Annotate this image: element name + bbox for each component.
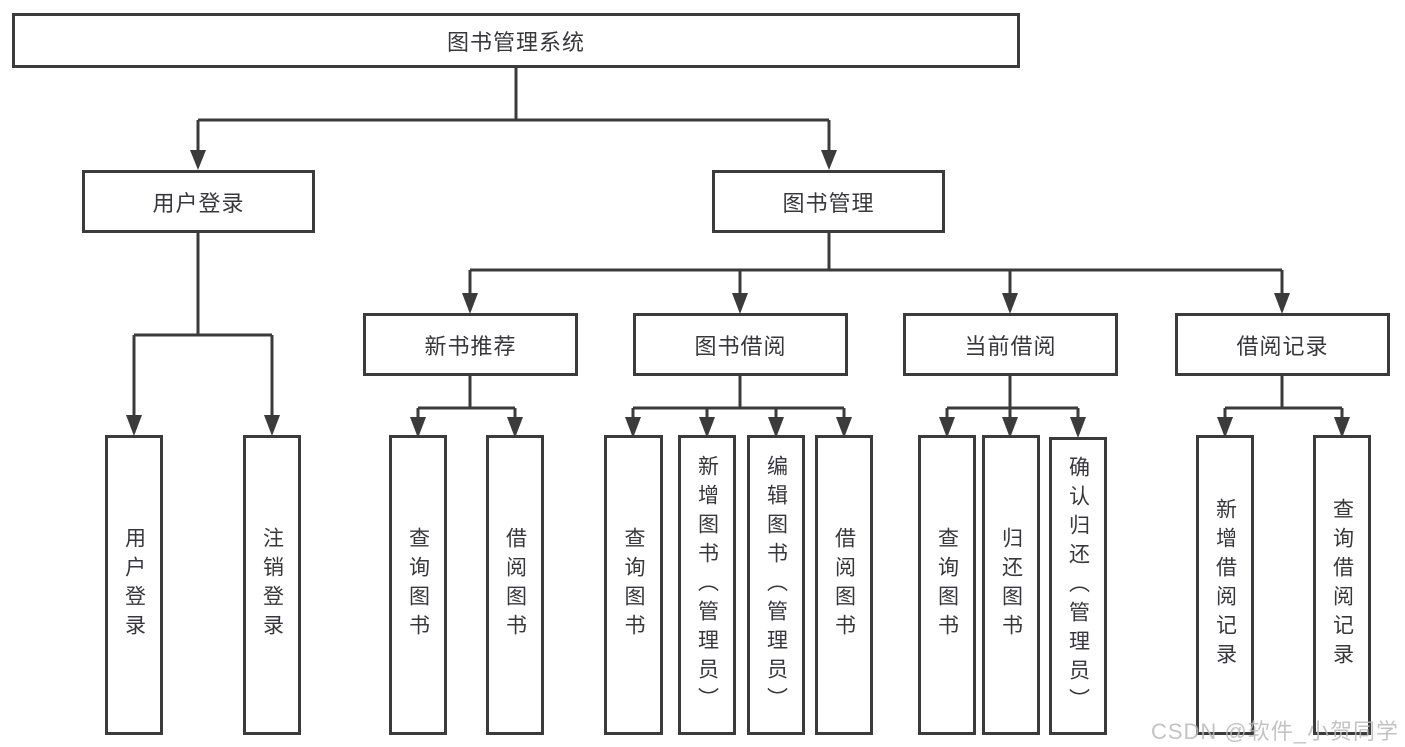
leaf-bb-edit-books: 编辑图书（管理员） (747, 435, 805, 735)
leaf-nb-query-books-label: 查询图书 (406, 527, 430, 643)
leaf-user-login-label: 用户登录 (122, 527, 146, 643)
leaf-user-login: 用户登录 (105, 435, 163, 735)
node-user-login-label: 用户登录 (152, 190, 245, 216)
node-borrow-records-label: 借阅记录 (1236, 333, 1329, 359)
leaf-logout-label: 注销登录 (260, 527, 284, 643)
leaf-bb-add-books-label: 新增图书（管理员） (695, 454, 719, 716)
node-current-borrow: 当前借阅 (903, 313, 1118, 376)
node-book-management: 图书管理 (712, 170, 945, 233)
node-user-login: 用户登录 (82, 170, 315, 233)
leaf-nb-borrow-books-label: 借阅图书 (503, 527, 527, 643)
csdn-watermark: CSDN @软件_小贺同学 (1150, 719, 1399, 744)
leaf-bb-add-books: 新增图书（管理员） (678, 435, 736, 735)
leaf-br-query-record: 查询借阅记录 (1313, 435, 1371, 735)
leaf-cb-return-books-label: 归还图书 (999, 527, 1023, 643)
leaf-cb-query-books: 查询图书 (918, 435, 976, 735)
node-root: 图书管理系统 (12, 13, 1020, 68)
leaf-bb-borrow-books-label: 借阅图书 (832, 527, 856, 643)
leaf-br-add-record-label: 新增借阅记录 (1213, 498, 1237, 672)
leaf-logout: 注销登录 (243, 435, 301, 735)
node-book-management-label: 图书管理 (782, 190, 875, 216)
node-borrow-records: 借阅记录 (1175, 313, 1390, 376)
leaf-bb-borrow-books: 借阅图书 (815, 435, 873, 735)
node-new-book-recommend-label: 新书推荐 (424, 333, 517, 359)
leaf-cb-return-books: 归还图书 (982, 435, 1040, 735)
node-book-borrow: 图书借阅 (633, 313, 848, 376)
leaf-cb-query-books-label: 查询图书 (935, 527, 959, 643)
leaf-cb-confirm-return-label: 确认归还（管理员） (1066, 455, 1090, 717)
node-current-borrow-label: 当前借阅 (964, 333, 1057, 359)
leaf-br-add-record: 新增借阅记录 (1196, 435, 1254, 735)
leaf-bb-query-books: 查询图书 (604, 435, 663, 735)
leaf-cb-confirm-return: 确认归还（管理员） (1049, 437, 1107, 735)
leaf-nb-query-books: 查询图书 (389, 435, 447, 735)
leaf-bb-query-books-label: 查询图书 (622, 527, 645, 643)
leaf-br-query-record-label: 查询借阅记录 (1330, 498, 1354, 672)
leaf-bb-edit-books-label: 编辑图书（管理员） (764, 454, 788, 716)
node-book-borrow-label: 图书借阅 (694, 333, 787, 359)
leaf-nb-borrow-books: 借阅图书 (486, 435, 544, 735)
node-new-book-recommend: 新书推荐 (363, 313, 578, 376)
node-root-label: 图书管理系统 (446, 29, 585, 55)
